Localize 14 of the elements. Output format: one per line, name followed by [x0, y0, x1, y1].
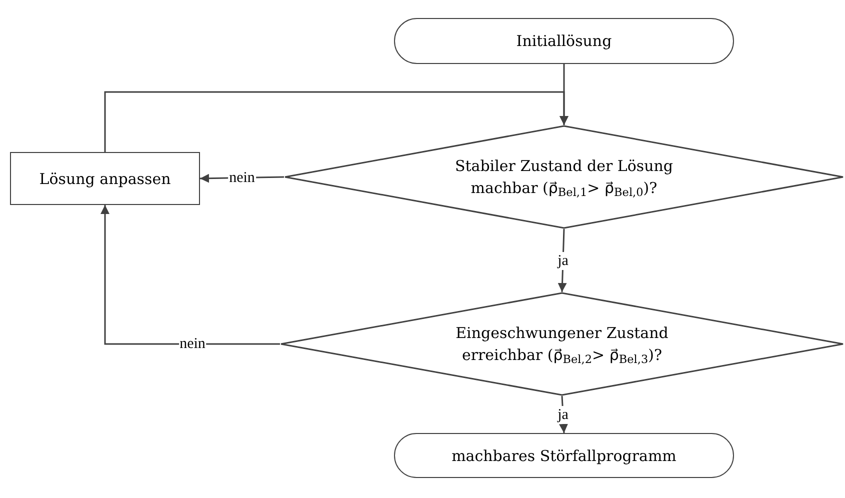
- decision-diamond: [280, 292, 844, 396]
- node-text: Initiallösung: [516, 31, 612, 52]
- terminal-pill: [394, 18, 734, 64]
- edge-label: ja: [556, 406, 570, 424]
- node-text: Lösung anpassen: [39, 168, 171, 190]
- decision-diamond: [284, 125, 844, 229]
- node-text: machbares Störfallprogramm: [452, 446, 676, 466]
- edge-label: ja: [556, 252, 570, 270]
- arrow: [100, 205, 280, 345]
- node-text: Stabiler Zustand der Lösung machbar (ρ⃗$_{Bel,1}$> ρ⃗$_{Bel,0}$)?: [454, 156, 674, 199]
- terminal-pill: [394, 433, 734, 478]
- process-box: [10, 152, 200, 205]
- node-text: Eingeschwungener Zustand erreichbar (ρ⃗$_{Bel,2}$> ρ⃗$_{Bel,3}$)?: [454, 323, 670, 366]
- arrow: [104, 91, 568, 152]
